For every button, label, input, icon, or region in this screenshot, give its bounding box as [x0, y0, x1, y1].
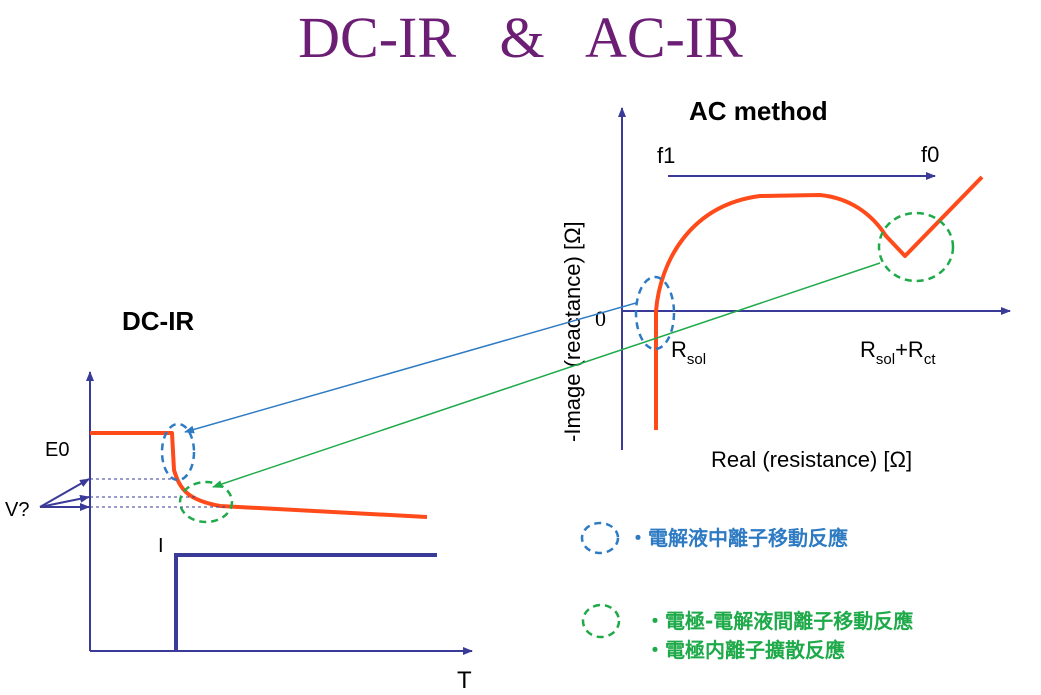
- x-axis-label: Real (resistance) [Ω]: [711, 447, 912, 472]
- legend-blue-ellipse: [580, 521, 620, 555]
- nyquist-curve: [654, 175, 984, 430]
- v-arrow-1: [39, 478, 90, 508]
- f0-label: f0: [921, 142, 939, 167]
- blue-ellipse-dc: [160, 422, 196, 482]
- t-label: T: [457, 667, 472, 694]
- legend-blue-text: ・電解液中離子移動反應: [628, 526, 848, 550]
- v-arrow-2: [39, 494, 90, 508]
- green-ellipse-dc: [178, 480, 234, 524]
- v-label: V?: [5, 499, 29, 521]
- green-connector-arrow: [212, 262, 881, 488]
- green-ellipse-ac: [877, 211, 955, 283]
- legend-green-ellipse: [581, 603, 621, 639]
- y-axis-label: -Image (reactance) [Ω]: [560, 221, 585, 442]
- e0-label: E0: [45, 439, 69, 461]
- dc-heading: DC-IR: [122, 306, 194, 336]
- f1-label: f1: [657, 143, 675, 168]
- blue-ellipse-ac: [634, 275, 676, 351]
- i-label: I: [158, 535, 164, 557]
- voltage-curve: [90, 431, 428, 519]
- current-step: [174, 553, 437, 651]
- dc-panel: DC-IR T I E0 V?: [5, 306, 473, 694]
- r-sol-label: Rsol: [671, 337, 706, 368]
- legend-green-text-1: ・電極-電解液間離子移動反應: [645, 609, 913, 633]
- r-sol-ct-label: Rsol+Rct: [860, 337, 936, 368]
- blue-connector-arrow: [184, 302, 637, 434]
- ac-panel: AC method f1 f0 0 -Image (reactance) [Ω]…: [560, 96, 1011, 472]
- zero-label: 0: [595, 306, 606, 331]
- legend-green-text-2: ・電極内離子擴散反應: [645, 638, 845, 662]
- legend: ・電解液中離子移動反應 ・電極-電解液間離子移動反應 ・電極内離子擴散反應: [580, 521, 913, 662]
- ac-heading: AC method: [689, 96, 828, 126]
- page-title: DC-IR & AC-IR: [298, 5, 743, 70]
